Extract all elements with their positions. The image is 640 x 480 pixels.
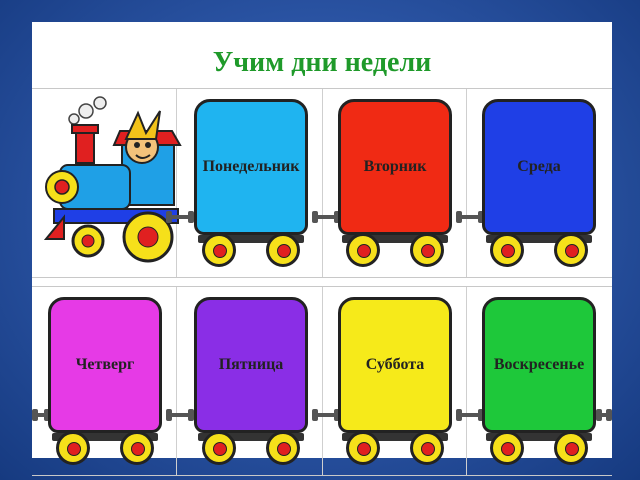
- wagon-base: [198, 235, 304, 243]
- coupler: [596, 409, 612, 421]
- wagon-body: Воскресенье: [482, 297, 596, 433]
- cell-divider: [176, 287, 177, 475]
- wheel-icon: [120, 431, 154, 465]
- wagon-body: Пятница: [194, 297, 308, 433]
- wagon-base: [486, 433, 592, 441]
- coupler: [32, 409, 50, 421]
- wheel-icon: [554, 233, 588, 267]
- day-label-saturday: Суббота: [365, 356, 425, 373]
- wagon-base: [342, 433, 448, 441]
- wagon-base: [486, 235, 592, 243]
- wagon-friday: Пятница: [188, 293, 314, 469]
- cell-divider: [322, 287, 323, 475]
- wheel-icon: [266, 431, 300, 465]
- wagon-thursday: Четверг: [42, 293, 168, 469]
- wagon-body: Понедельник: [194, 99, 308, 235]
- wagon-base: [342, 235, 448, 243]
- day-label-friday: Пятница: [218, 356, 284, 373]
- wheel-icon: [346, 233, 380, 267]
- wagon-base: [198, 433, 304, 441]
- wheel-icon: [410, 431, 444, 465]
- wheel-icon: [490, 431, 524, 465]
- coupler: [456, 409, 484, 421]
- wagon-sunday: Воскресенье: [476, 293, 602, 469]
- day-label-thursday: Четверг: [75, 356, 135, 373]
- wagon-body: Вторник: [338, 99, 452, 235]
- slide: Учим дни недели: [32, 22, 612, 476]
- day-label-wednesday: Среда: [517, 158, 561, 175]
- wheel-icon: [554, 431, 588, 465]
- day-label-monday: Понедельник: [202, 158, 300, 175]
- wheel-icon: [56, 431, 90, 465]
- wagon-wednesday: Среда: [476, 95, 602, 271]
- wheel-icon: [202, 431, 236, 465]
- wheel-icon: [202, 233, 236, 267]
- coupler: [456, 211, 484, 223]
- wagon-saturday: Суббота: [332, 293, 458, 469]
- cell-divider: [466, 287, 467, 475]
- coupler: [166, 211, 194, 223]
- day-label-sunday: Воскресенье: [493, 356, 585, 373]
- wagon-monday: Понедельник: [188, 95, 314, 271]
- bottom-row: Четверг Пятница Суббота Воскресенье: [32, 286, 612, 476]
- wagon-tuesday: Вторник: [332, 95, 458, 271]
- wagon-body: Суббота: [338, 297, 452, 433]
- cell-divider: [322, 89, 323, 277]
- page-title: Учим дни недели: [212, 47, 432, 78]
- cell-divider: [466, 89, 467, 277]
- wheel-icon: [346, 431, 380, 465]
- coupler: [166, 409, 194, 421]
- day-label-tuesday: Вторник: [363, 158, 427, 175]
- top-row: Понедельник Вторник Среда: [32, 88, 612, 278]
- wagon-base: [52, 433, 158, 441]
- coupler: [312, 211, 340, 223]
- cell-divider: [176, 89, 177, 277]
- train-locomotive-icon: [42, 89, 182, 277]
- coupler: [312, 409, 340, 421]
- wheel-icon: [410, 233, 444, 267]
- wagon-body: Четверг: [48, 297, 162, 433]
- wheel-icon: [490, 233, 524, 267]
- wagon-body: Среда: [482, 99, 596, 235]
- wheel-icon: [266, 233, 300, 267]
